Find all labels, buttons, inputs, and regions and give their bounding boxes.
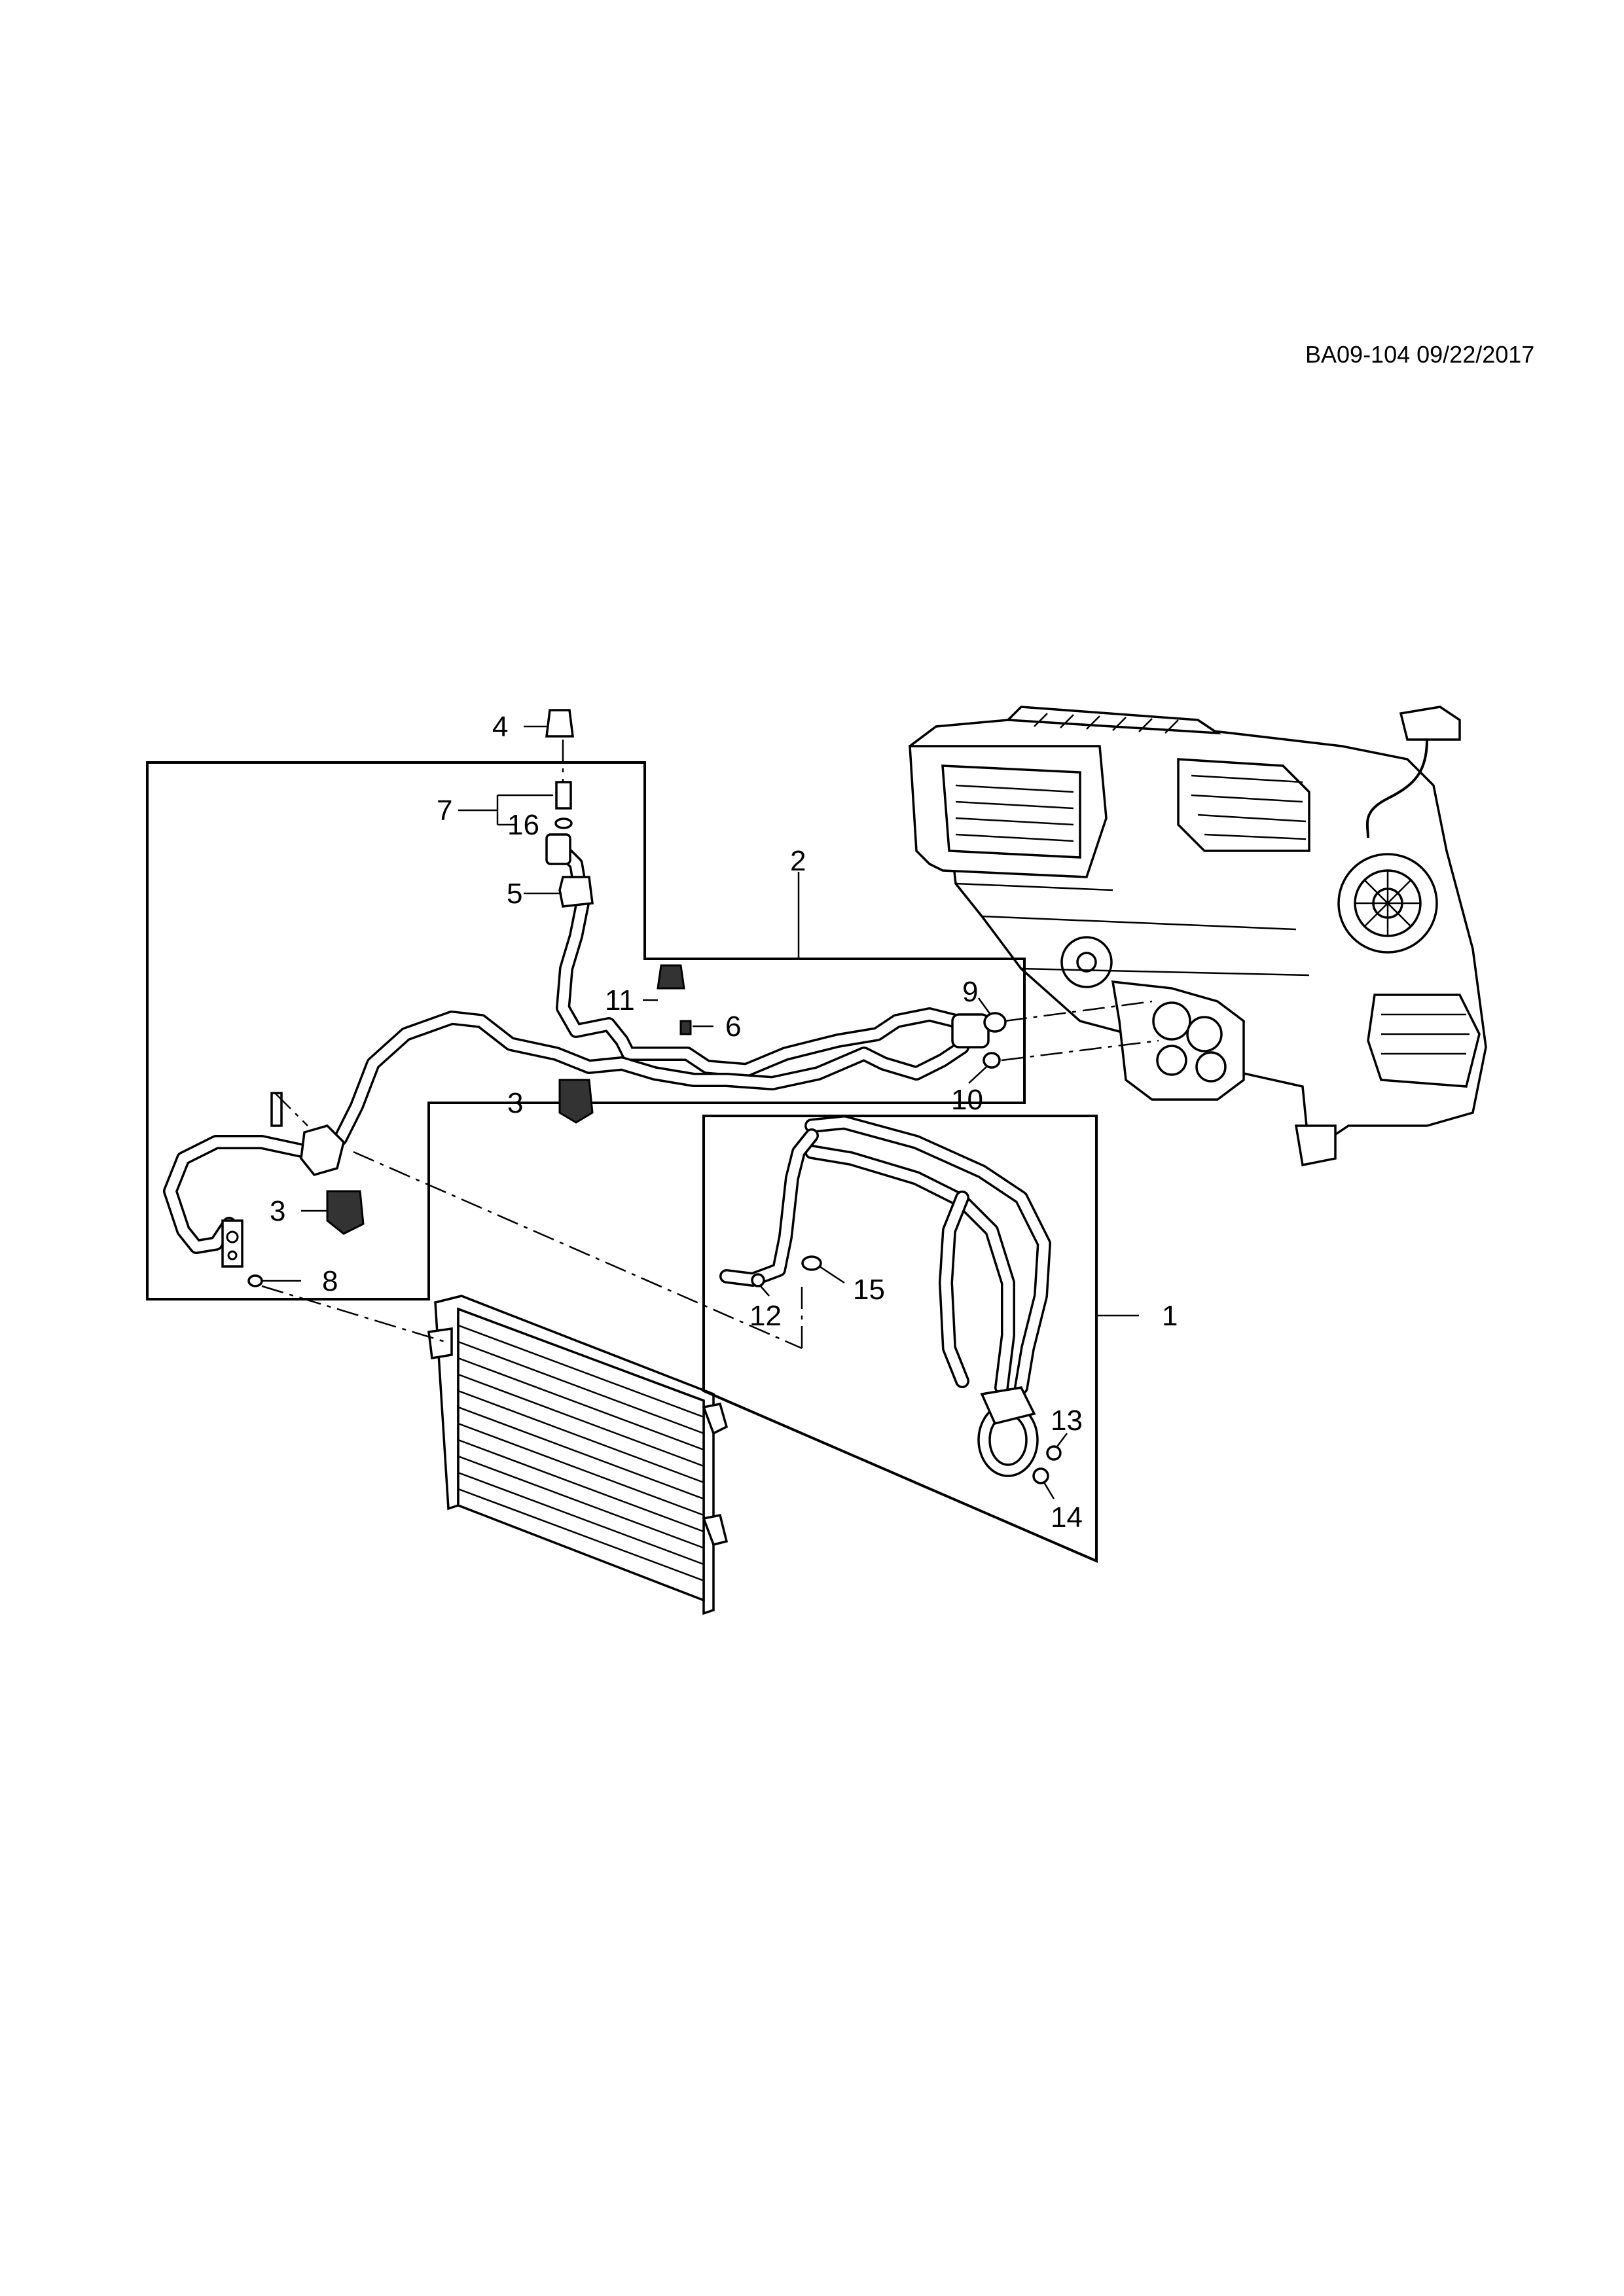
group-box-1 [702,1115,1098,1564]
callout-8: 8 [322,1265,338,1297]
callout-11: 11 [605,984,635,1016]
o-ring-12 [751,1273,765,1287]
callout-16: 16 [507,809,539,841]
document-reference: BA09-104 09/22/2017 [1305,341,1534,368]
callout-13: 13 [1051,1405,1083,1437]
callout-3-lower: 3 [270,1195,285,1227]
cap-4 [545,709,574,738]
o-ring-14 [1032,1467,1049,1484]
callout-15: 15 [853,1274,885,1306]
callout-7: 7 [437,795,452,827]
small-parts [247,709,1062,1484]
clip-5 [558,876,594,908]
callout-14: 14 [1051,1501,1083,1534]
callout-12: 12 [749,1300,782,1332]
pressure-port-fitting [545,833,571,865]
hvac-module [909,706,1487,1167]
callout-6: 6 [725,1011,741,1043]
o-ring-9 [983,1012,1007,1033]
o-ring-16 [554,817,573,829]
o-ring-15 [801,1255,822,1271]
callout-5: 5 [507,878,522,910]
valve-core-7 [555,781,572,810]
callout-3-upper: 3 [507,1087,523,1119]
o-ring-13 [1046,1445,1062,1461]
leader-lines [262,725,1139,1499]
condenser [427,1295,729,1615]
o-ring-10 [983,1052,1001,1069]
assembly-lines [261,740,1159,1350]
callout-1: 1 [1162,1300,1178,1332]
hose-assembly-1 [719,1115,1051,1477]
callout-2: 2 [790,845,806,877]
hose-assembly-2 [163,833,990,1268]
valve-6 [679,1020,692,1035]
clip-3-lower [326,1190,365,1235]
o-ring-8 [247,1274,263,1287]
clip-3-upper [558,1079,594,1124]
callout-4: 4 [492,711,508,743]
callout-9: 9 [962,976,978,1008]
callout-labels: 1 2 3 3 4 5 6 7 8 9 10 11 12 13 14 15 16 [270,711,1178,1534]
bolt [270,1092,283,1127]
callout-10: 10 [951,1084,983,1116]
cap-11 [657,964,685,990]
group-box-2 [146,761,1026,1300]
